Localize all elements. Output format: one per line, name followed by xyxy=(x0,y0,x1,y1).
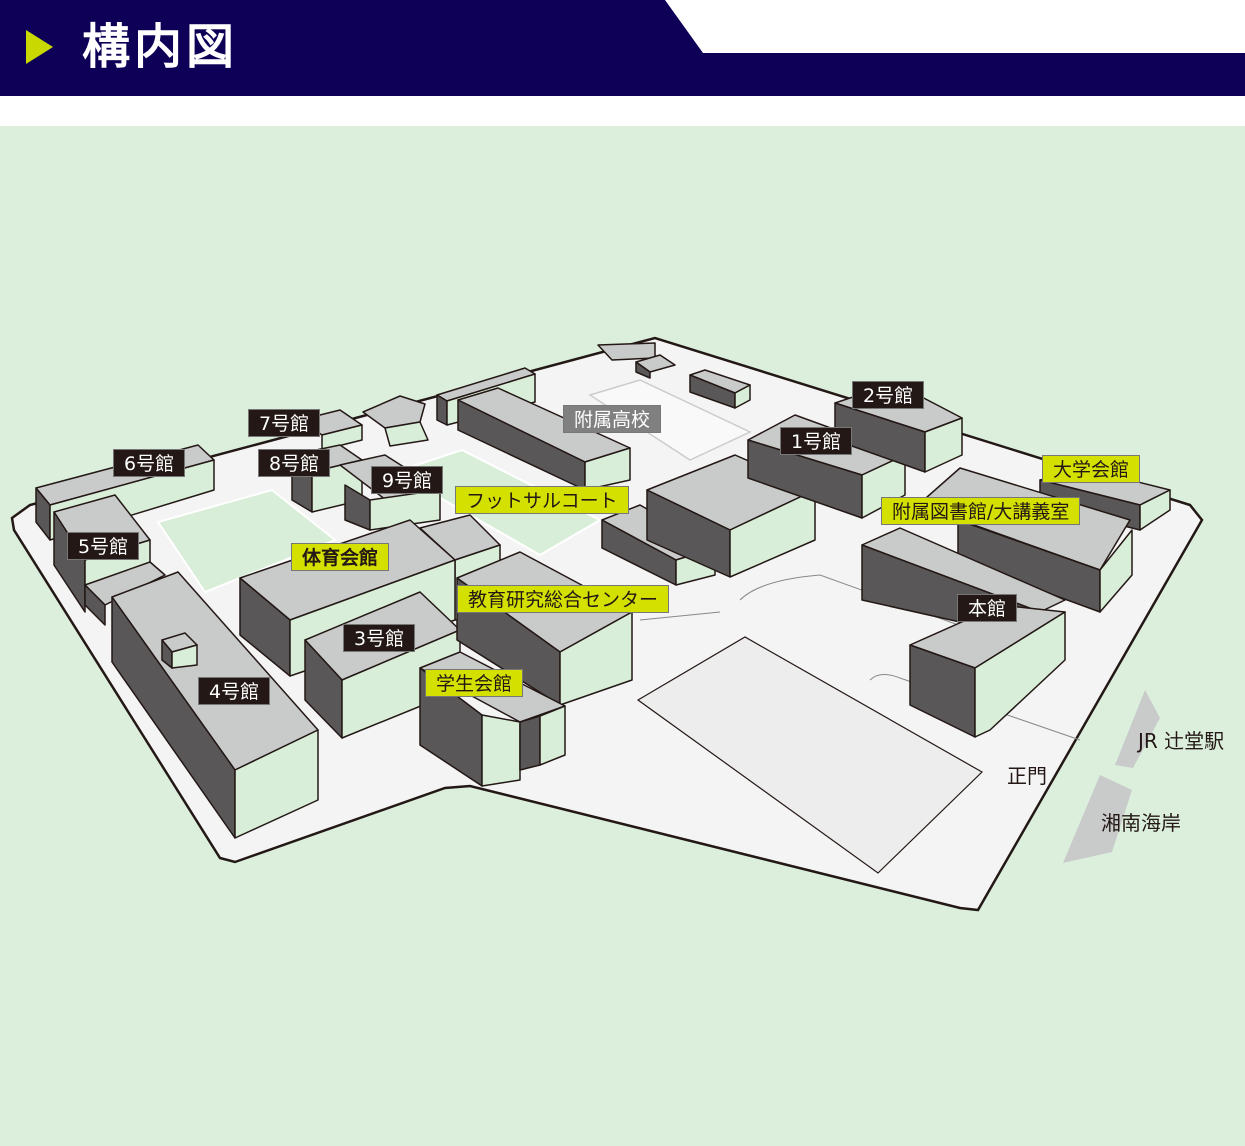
station-label: JR 辻堂駅 xyxy=(1138,729,1225,753)
label-futsal-court[interactable]: フットサルコート xyxy=(455,486,629,514)
coast-label: 湘南海岸 xyxy=(1101,811,1181,835)
label-library[interactable]: 附属図書館/大講義室 xyxy=(881,497,1081,525)
building-4 xyxy=(111,571,319,839)
label-high-school[interactable]: 附属高校 xyxy=(563,405,662,433)
label-main-building[interactable]: 本館 xyxy=(957,594,1018,622)
label-building-4[interactable]: 4号館 xyxy=(198,677,271,705)
header-notch xyxy=(665,0,1245,53)
main-gate-label: 正門 xyxy=(1007,764,1047,788)
page-header: 構内図 xyxy=(0,0,1245,96)
coast-bar xyxy=(1063,775,1132,863)
label-building-6[interactable]: 6号館 xyxy=(113,449,186,477)
building-high-school-annex xyxy=(597,342,751,409)
label-university-hall[interactable]: 大学会館 xyxy=(1042,455,1141,483)
courtyard xyxy=(156,488,337,594)
label-building-2[interactable]: 2号館 xyxy=(852,381,925,409)
label-building-3[interactable]: 3号館 xyxy=(343,624,416,652)
campus-map: 7号館 6号館 8号館 9号館 5号館 体育会館 フットサルコート 附属高校 2… xyxy=(0,126,1245,1146)
label-building-1[interactable]: 1号館 xyxy=(780,427,853,455)
label-building-7[interactable]: 7号館 xyxy=(248,409,321,437)
sports-field xyxy=(636,636,983,874)
label-building-9[interactable]: 9号館 xyxy=(371,466,444,494)
label-research-center[interactable]: 教育研究総合センター xyxy=(457,585,670,613)
label-student-hall[interactable]: 学生会館 xyxy=(425,669,524,697)
page-title: 構内図 xyxy=(82,19,239,75)
building-rotunda xyxy=(362,395,429,447)
building-high-school xyxy=(457,387,631,491)
label-building-5[interactable]: 5号館 xyxy=(67,532,140,560)
triangle-bullet-icon xyxy=(26,30,53,64)
station-bar xyxy=(1115,690,1160,768)
label-gym[interactable]: 体育会館 xyxy=(291,543,390,571)
road xyxy=(639,574,1081,741)
high-school-yard xyxy=(588,379,752,461)
campus-map-drawing xyxy=(10,336,1204,912)
label-building-8[interactable]: 8号館 xyxy=(258,449,331,477)
